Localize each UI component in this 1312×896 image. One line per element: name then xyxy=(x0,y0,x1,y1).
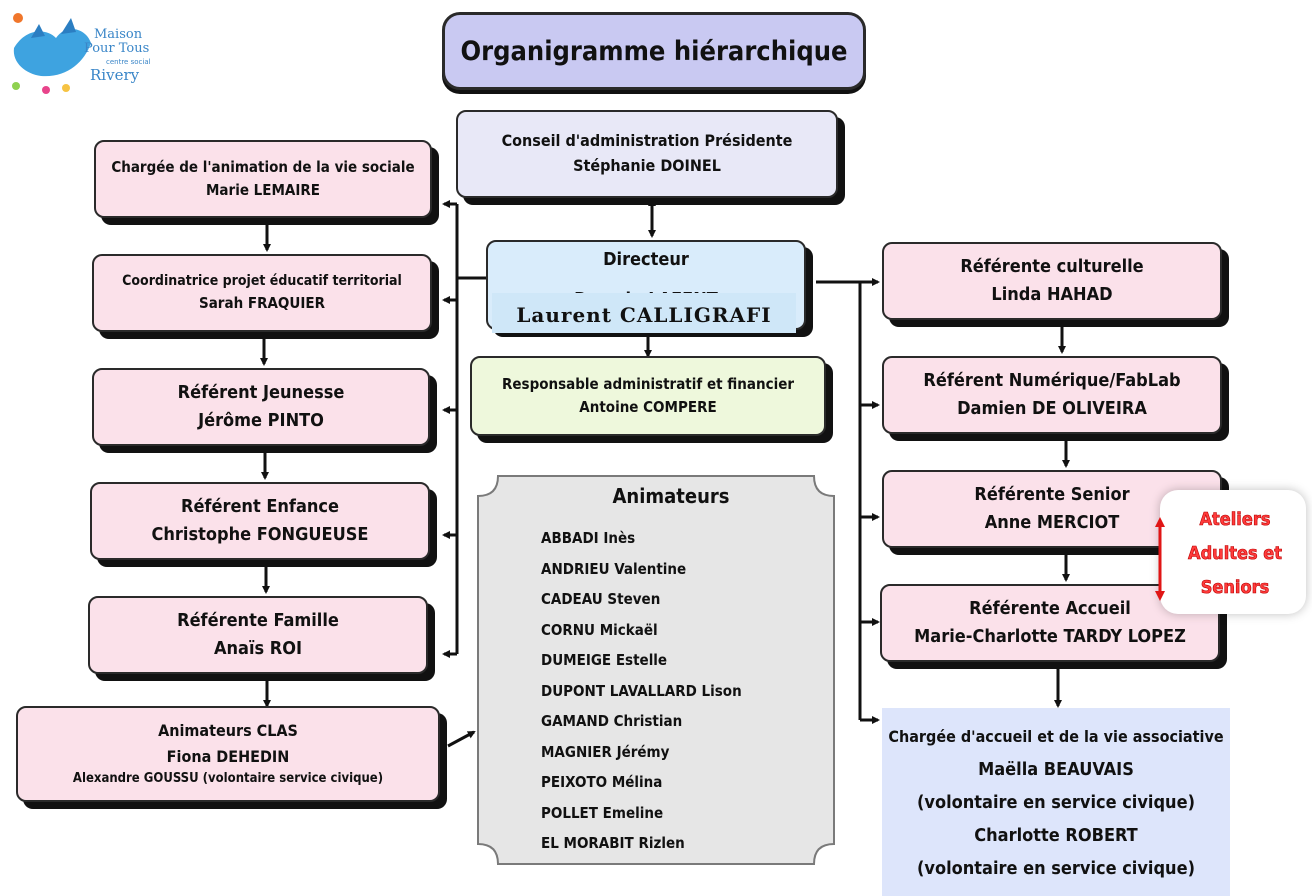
list-item: GAMAND Christian xyxy=(541,712,683,730)
logo-dot-icon xyxy=(42,86,50,94)
left-box-clas-extra: Alexandre GOUSSU (volontaire service civ… xyxy=(72,771,384,787)
directeur-name-overlay: Laurent CALLIGRAFI xyxy=(492,293,796,333)
left-box-1: Chargée de l'animation de la vie sociale… xyxy=(94,140,432,218)
list-item: ABBADI Inès xyxy=(541,529,636,547)
animateurs-title-text: Animateurs xyxy=(612,484,730,508)
list-item: DUMEIGE Estelle xyxy=(541,651,668,669)
left-box-clas: Animateurs CLAS Fiona DEHEDIN Alexandre … xyxy=(16,706,440,802)
left-box-1-name: Marie LEMAIRE xyxy=(206,181,320,199)
left-box-3: Référent Jeunesse Jérôme PINTO xyxy=(92,368,430,446)
logo-text-line3: centre social xyxy=(106,58,151,66)
list-item: CADEAU Steven xyxy=(541,590,661,608)
animateurs-list: ABBADI Inès ANDRIEU Valentine CADEAU Ste… xyxy=(541,526,742,862)
left-box-3-role: Référent Jeunesse xyxy=(177,382,345,404)
left-box-2-role: Coordinatrice projet éducatif territoria… xyxy=(122,272,402,289)
logo-figures-icon xyxy=(31,18,76,38)
left-box-5: Référente Famille Anaïs ROI xyxy=(88,596,428,674)
directeur-role: Directeur xyxy=(603,249,689,270)
right-box-1-role: Référente culturelle xyxy=(960,256,1144,278)
admin-box: Responsable administratif et financier A… xyxy=(470,356,826,436)
logo-dot-icon xyxy=(12,82,20,90)
callout-line-3: Seniors xyxy=(1200,577,1270,599)
logo-text-line4: Rivery xyxy=(90,66,140,84)
animateurs-title: Animateurs xyxy=(476,484,866,508)
logo-text-line2: Pour Tous xyxy=(84,41,149,56)
accueil-assoc-role: Chargée d'accueil et de la vie associati… xyxy=(888,727,1224,746)
page-title: Organigramme hiérarchique xyxy=(442,12,866,90)
right-box-2-name: Damien DE OLIVEIRA xyxy=(957,398,1147,419)
list-item: DUPONT LAVALLARD Lison xyxy=(541,681,742,700)
logo-dot-icon xyxy=(13,13,23,23)
left-box-clas-role: Animateurs CLAS xyxy=(158,721,298,740)
left-box-clas-name: Fiona DEHEDIN xyxy=(166,746,290,766)
right-box-1: Référente culturelle Linda HAHAD xyxy=(882,242,1222,320)
list-item: CORNU Mickaël xyxy=(541,620,658,639)
conseil-role: Conseil d'administration Présidente xyxy=(501,131,793,151)
left-box-4-name: Christophe FONGUEUSE xyxy=(151,524,369,545)
right-box-1-name: Linda HAHAD xyxy=(991,284,1113,305)
right-box-3-name: Anne MERCIOT xyxy=(984,512,1120,533)
left-box-4: Référent Enfance Christophe FONGUEUSE xyxy=(90,482,430,560)
accueil-assoc-name-1: Maëlla BEAUVAIS xyxy=(978,759,1134,780)
page-title-text: Organigramme hiérarchique xyxy=(460,35,848,67)
list-item: MAGNIER Jérémy xyxy=(541,742,670,761)
animateurs-panel xyxy=(477,475,835,865)
right-box-2-role: Référent Numérique/FabLab xyxy=(923,370,1181,392)
right-box-2: Référent Numérique/FabLab Damien DE OLIV… xyxy=(882,356,1222,434)
conseil-name: Stéphanie DOINEL xyxy=(573,156,721,175)
right-box-4-role: Référente Accueil xyxy=(969,598,1131,620)
right-box-4-name: Marie-Charlotte TARDY LOPEZ xyxy=(914,626,1186,647)
maison-pour-tous-logo: Maison Pour Tous centre social Rivery xyxy=(12,13,151,94)
callout-line-2: Adultes et xyxy=(1188,543,1283,565)
left-box-4-role: Référent Enfance xyxy=(180,496,340,518)
list-item: PEIXOTO Mélina xyxy=(541,773,663,791)
conseil-box: Conseil d'administration Présidente Stép… xyxy=(456,110,838,198)
left-box-2: Coordinatrice projet éducatif territoria… xyxy=(92,254,432,332)
left-box-2-name: Sarah FRAQUIER xyxy=(198,294,325,313)
directeur-overlay-name: Laurent CALLIGRAFI xyxy=(516,303,772,327)
logo-text-line1: Maison xyxy=(94,27,143,42)
logo-figures-icon xyxy=(13,28,91,77)
callout-line-1: Ateliers xyxy=(1199,509,1271,531)
list-item: ANDRIEU Valentine xyxy=(541,559,687,578)
ateliers-callout-text: Ateliers Adultes et Seniors xyxy=(1170,503,1300,605)
right-box-3-role: Référente Senior xyxy=(974,484,1130,506)
left-box-1-role: Chargée de l'animation de la vie sociale xyxy=(111,157,415,176)
list-item: EL MORABIT Rizlen xyxy=(541,834,685,852)
accueil-assoc-box: Chargée d'accueil et de la vie associati… xyxy=(882,708,1230,896)
arrow-clas-animateurs xyxy=(447,730,476,748)
list-item: POLLET Emeline xyxy=(541,803,664,822)
ateliers-callout xyxy=(1160,490,1306,614)
accueil-assoc-status-1: (volontaire en service civique) xyxy=(917,792,1195,813)
left-box-5-role: Référente Famille xyxy=(177,610,339,632)
admin-name: Antoine COMPERE xyxy=(579,398,717,416)
left-box-5-name: Anaïs ROI xyxy=(213,638,303,659)
admin-role: Responsable administratif et financier xyxy=(501,374,795,393)
accueil-assoc-status-2: (volontaire en service civique) xyxy=(917,858,1195,879)
logo-dot-icon xyxy=(62,84,70,92)
left-box-3-name: Jérôme PINTO xyxy=(198,410,324,431)
accueil-assoc-name-2: Charlotte ROBERT xyxy=(974,825,1138,846)
